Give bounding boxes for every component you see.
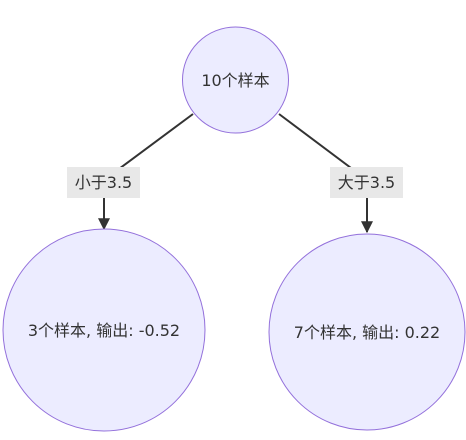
node-right-circle xyxy=(268,233,466,431)
edge-label-left-bg xyxy=(67,167,140,198)
node-right-label: 7个样本, 输出: 0.22 xyxy=(294,323,440,342)
edge-label-right: 大于3.5 xyxy=(338,173,395,192)
node-right-leaf[interactable]: 7个样本, 输出: 0.22 xyxy=(268,233,466,431)
edge-root-to-right: 大于3.5 xyxy=(278,113,403,234)
node-root-label: 10个样本 xyxy=(201,71,269,90)
node-left-circle xyxy=(2,228,206,432)
edge-root-to-left: 小于3.5 xyxy=(67,113,194,231)
node-left-label: 3个样本, 输出: -0.52 xyxy=(28,321,180,340)
node-left-leaf[interactable]: 3个样本, 输出: -0.52 xyxy=(2,228,206,432)
edge-label-right-bg xyxy=(330,167,403,198)
node-root[interactable]: 10个样本 xyxy=(182,26,289,134)
node-root-circle xyxy=(182,26,289,134)
edge-label-left: 小于3.5 xyxy=(75,173,132,192)
